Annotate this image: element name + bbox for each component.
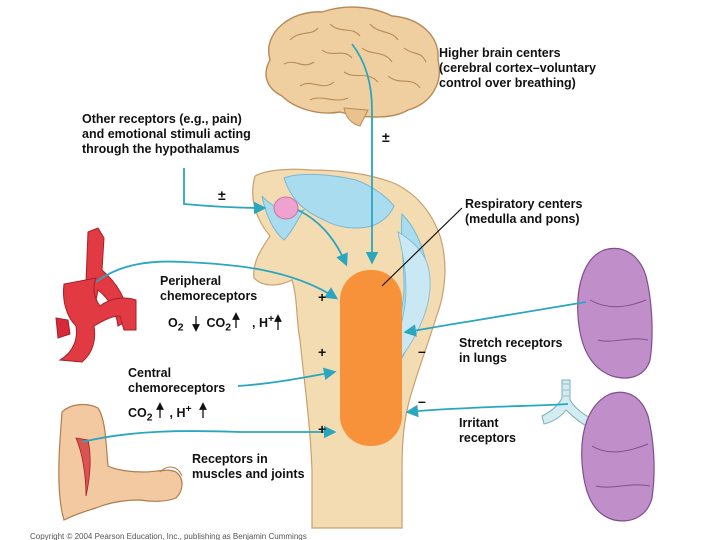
- pathway-peripheral: [95, 260, 339, 300]
- pathway-hypothalamus-to-center: [297, 209, 348, 267]
- pathway-higher-brain: [351, 43, 379, 265]
- brain-illustration: [265, 6, 440, 127]
- aortic-arch-illustration: [55, 227, 137, 363]
- sign-central: +: [318, 344, 327, 360]
- neural-pathways: [81, 43, 587, 443]
- sign-irritant: –: [418, 393, 426, 409]
- hypothalamus: [273, 196, 299, 220]
- pathway-hypothalamus: [183, 168, 267, 215]
- upper-lung-illustration: [577, 247, 653, 379]
- copyright-notice: Copyright © 2004 Pearson Education, Inc.…: [30, 532, 307, 540]
- label-peripheral-chemoreceptors: Peripheral chemoreceptors: [160, 274, 258, 303]
- label-irritant-receptors: Irritant receptors: [459, 416, 516, 445]
- pathway-irritant: [405, 403, 569, 418]
- lower-lung-illustration: [581, 391, 655, 522]
- central-chemical-stimuli: CO2 , H+: [128, 404, 192, 424]
- respiratory-centers-region: [340, 270, 402, 446]
- label-muscle-joint-receptors: Receptors in muscles and joints: [192, 452, 305, 481]
- label-stretch-receptors: Stretch receptors in lungs: [459, 336, 563, 365]
- label-other-receptors: Other receptors (e.g., pain) and emotion…: [82, 112, 251, 156]
- sign-stretch: –: [418, 343, 426, 359]
- peripheral-chemical-stimuli: O2 CO2 , H+: [168, 314, 275, 334]
- pathway-stretch: [403, 301, 587, 337]
- gas-change-arrows: [156, 312, 282, 418]
- pathway-muscles: [81, 425, 337, 443]
- sign-muscles: +: [318, 421, 327, 437]
- sign-hypothalamus: ±: [218, 187, 226, 203]
- sign-higher-brain: ±: [382, 129, 390, 145]
- pathway-central: [237, 367, 337, 387]
- respiratory-centers-pointer: [381, 207, 463, 287]
- label-central-chemoreceptors: Central chemoreceptors: [128, 366, 226, 395]
- label-respiratory-centers: Respiratory centers (medulla and pons): [465, 197, 583, 226]
- label-higher-brain-centers: Higher brain centers (cerebral cortex–vo…: [439, 46, 597, 90]
- sign-peripheral: +: [318, 289, 327, 305]
